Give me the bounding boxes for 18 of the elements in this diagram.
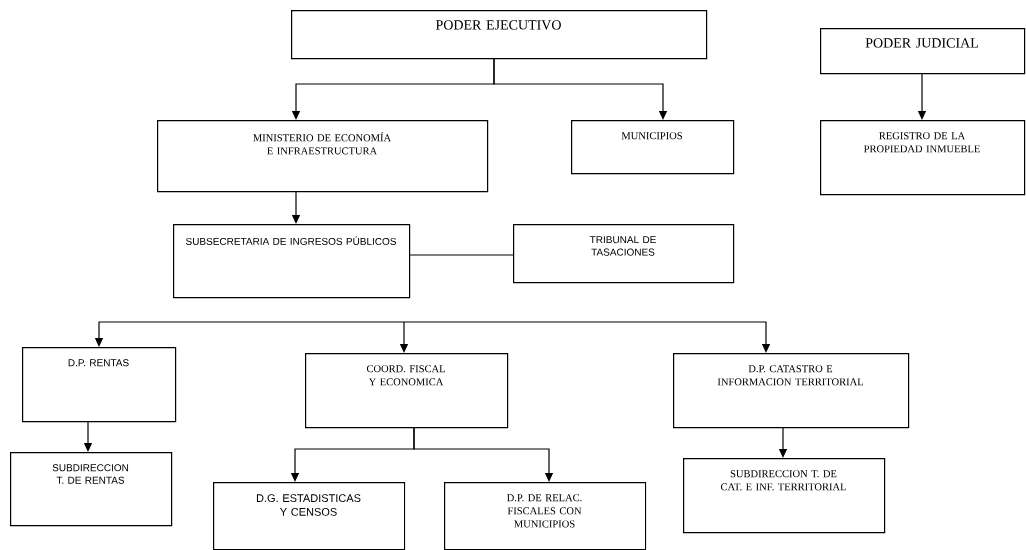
org-box: MUNICIPIOS [571,120,735,175]
org-box: D.P. RENTAS [22,347,177,423]
org-box: COORD. FISCAL Y ECONOMICA [305,353,509,429]
org-box: PODER EJECUTIVO [291,10,708,60]
org-box: D.G. ESTADISTICAS Y CENSOS [213,482,406,550]
org-box: D.P. CATASTRO E INFORMACION TERRITORIAL [673,353,910,429]
org-box: PODER JUDICIAL [820,28,1026,75]
connector [403,321,771,353]
org-box: SUBDIRECCION T. DE RENTAS [10,452,173,527]
org-box: MINISTERIO DE ECONOMÍA E INFRAESTRUCTURA [157,120,489,193]
org-box: REGISTRO DE LA PROPIEDAD INMUEBLE [820,120,1026,196]
org-box: D.P. DE RELAC. FISCALES CON MUNICIPIOS [444,482,647,550]
connector [493,57,668,120]
connector [413,426,554,482]
org-box: SUBSECRETARIA DE INGRESOS PÚBLICOS [173,224,411,299]
connector [408,254,514,256]
org-box: SUBDIRECCION T. DE CAT. E INF. TERRITORIAL [683,458,886,534]
org-box: TRIBUNAL DE TASACIONES [513,224,735,284]
